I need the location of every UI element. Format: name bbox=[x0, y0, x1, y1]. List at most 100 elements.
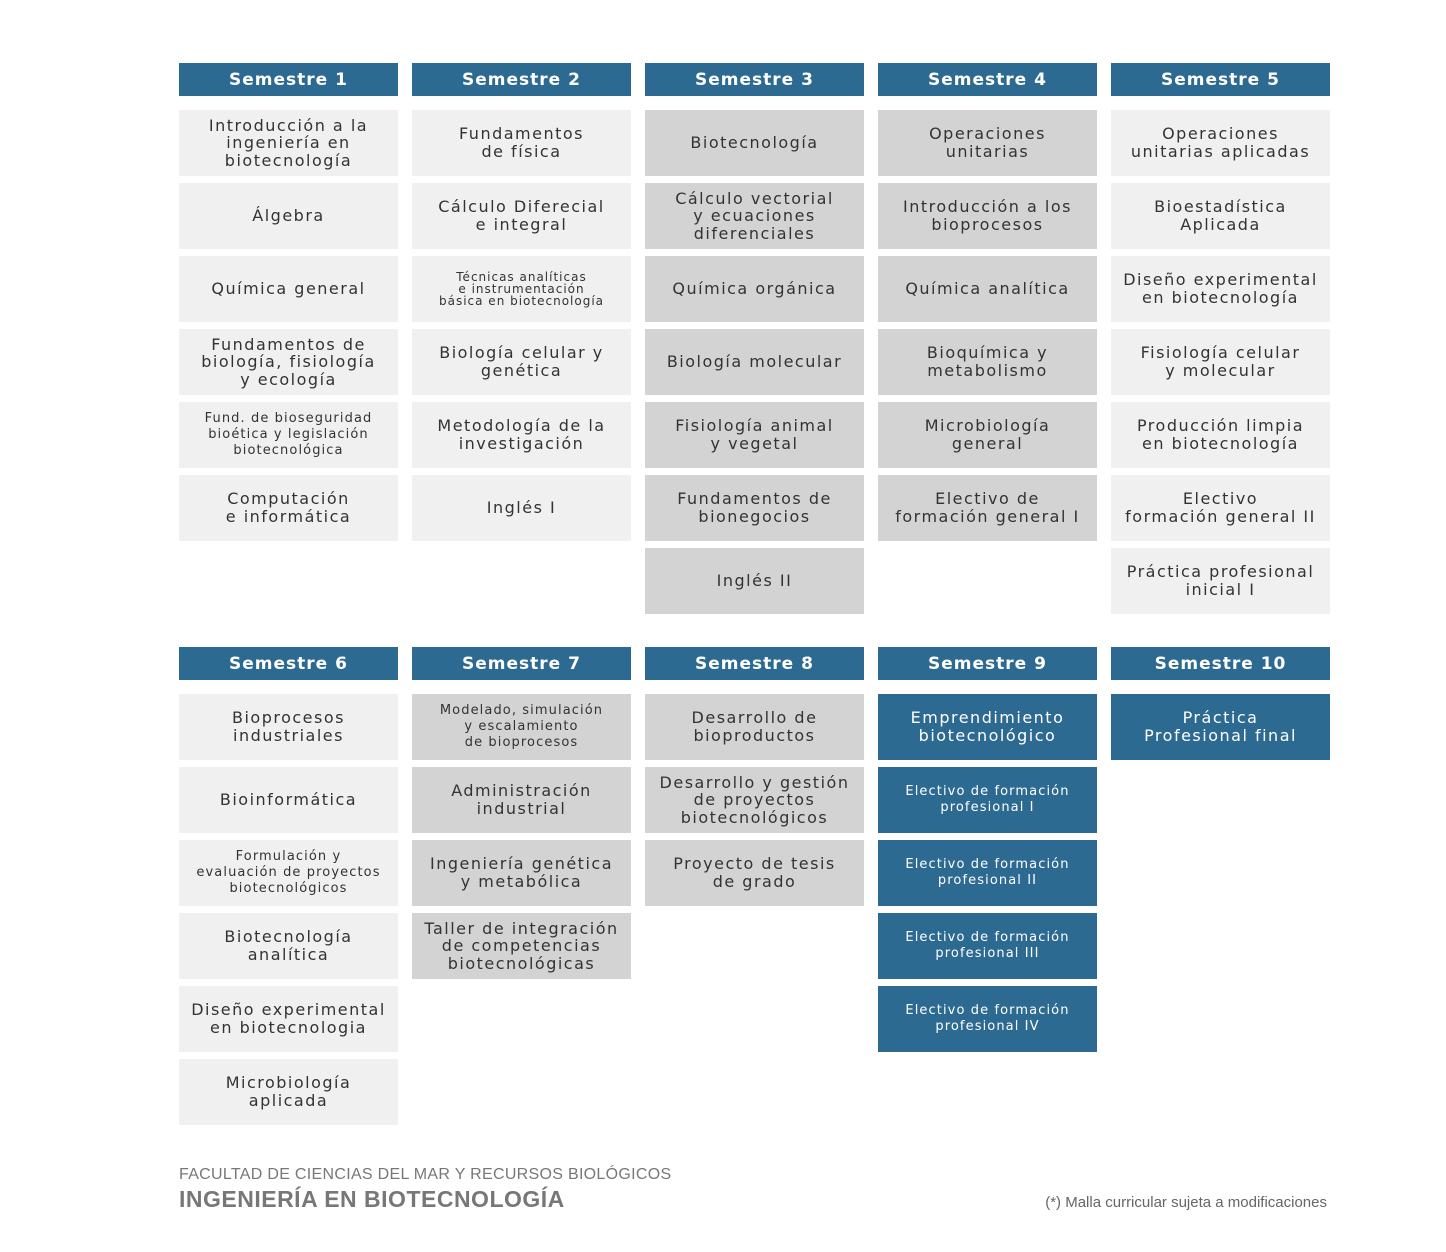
course-name: Electivo de formación profesional IV bbox=[905, 1002, 1070, 1034]
course-name: Microbiología general bbox=[924, 416, 1051, 453]
course-name: Cálculo Diferecial e integral bbox=[438, 197, 605, 234]
course-name: Computación e informática bbox=[225, 489, 352, 526]
semester-header: Semestre 2 bbox=[412, 63, 631, 96]
course-box: Fisiología animal y vegetal bbox=[645, 402, 864, 468]
course-box: Electivo formación general II bbox=[1111, 475, 1330, 541]
semester-column-10: Semestre 10 Práctica Profesional final bbox=[1111, 647, 1330, 1132]
course-box: Cálculo Diferecial e integral bbox=[412, 183, 631, 249]
course-box: Fundamentos de física bbox=[412, 110, 631, 176]
course-name: Técnicas analíticas e instrumentación bá… bbox=[438, 270, 605, 308]
course-box: Electivo de formación profesional I bbox=[878, 767, 1097, 833]
course-name: Formulación y evaluación de proyectos bi… bbox=[196, 848, 381, 897]
course-name: Ingeniería genética y metabólica bbox=[429, 854, 613, 891]
course-name: Fund. de bioseguridad bioética y legisla… bbox=[204, 410, 373, 459]
course-box: Bioprocesos industriales bbox=[179, 694, 398, 760]
course-name: Química analítica bbox=[905, 279, 1070, 299]
semester-header: Semestre 7 bbox=[412, 647, 631, 680]
course-name: Biotecnología bbox=[690, 133, 819, 153]
course-box: Electivo de formación general I bbox=[878, 475, 1097, 541]
course-name: Proyecto de tesis de grado bbox=[673, 854, 836, 891]
course-name: Fisiología celular y molecular bbox=[1140, 343, 1301, 380]
semester-header: Semestre 1 bbox=[179, 63, 398, 96]
course-name: Bioquímica y metabolismo bbox=[926, 343, 1049, 380]
course-box: Electivo de formación profesional III bbox=[878, 913, 1097, 979]
course-name: Diseño experimental en biotecnologia bbox=[191, 1000, 386, 1037]
course-box: Modelado, simulación y escalamiento de b… bbox=[412, 694, 631, 760]
semester-column-1: Semestre 1 Introducción a la ingeniería e… bbox=[179, 63, 398, 621]
course-box: Taller de integración de competencias bi… bbox=[412, 913, 631, 979]
course-name: Fundamentos de bionegocios bbox=[677, 489, 832, 526]
course-name: Modelado, simulación y escalamiento de b… bbox=[439, 702, 604, 751]
course-box: Fund. de bioseguridad bioética y legisla… bbox=[179, 402, 398, 468]
course-name: Fundamentos de física bbox=[458, 124, 585, 161]
curriculum-note: (*) Malla curricular sujeta a modificaci… bbox=[1045, 1194, 1327, 1211]
course-name: Introducción a la ingeniería en biotecno… bbox=[208, 115, 369, 170]
course-box: Operaciones unitarias aplicadas bbox=[1111, 110, 1330, 176]
course-name: Electivo de formación profesional I bbox=[905, 783, 1070, 815]
course-name: Química orgánica bbox=[672, 279, 837, 299]
course-box: Práctica profesional inicial I bbox=[1111, 548, 1330, 614]
faculty-name: FACULTAD DE CIENCIAS DEL MAR Y RECURSOS … bbox=[179, 1166, 672, 1183]
course-name: Inglés II bbox=[716, 571, 793, 591]
course-box: Cálculo vectorial y ecuaciones diferenci… bbox=[645, 183, 864, 249]
course-name: Fundamentos de biología, fisiología y ec… bbox=[201, 334, 376, 389]
course-box: Desarrollo de bioproductos bbox=[645, 694, 864, 760]
course-box: Introducción a la ingeniería en biotecno… bbox=[179, 110, 398, 176]
course-name: Bioestadística Aplicada bbox=[1154, 197, 1287, 234]
course-name: Emprendimiento biotecnológico bbox=[910, 708, 1065, 745]
course-box: Fisiología celular y molecular bbox=[1111, 329, 1330, 395]
course-box: Operaciones unitarias bbox=[878, 110, 1097, 176]
course-name: Bioinformática bbox=[219, 790, 358, 810]
course-box: Química analítica bbox=[878, 256, 1097, 322]
course-box: Química orgánica bbox=[645, 256, 864, 322]
course-name: Metodología de la investigación bbox=[437, 416, 606, 453]
course-box: Biología celular y genética bbox=[412, 329, 631, 395]
course-box: Álgebra bbox=[179, 183, 398, 249]
course-name: Práctica profesional inicial I bbox=[1126, 562, 1315, 599]
course-name: Fisiología animal y vegetal bbox=[675, 416, 834, 453]
course-name: Álgebra bbox=[252, 206, 325, 226]
semester-header: Semestre 4 bbox=[878, 63, 1097, 96]
course-box: Metodología de la investigación bbox=[412, 402, 631, 468]
semester-header: Semestre 6 bbox=[179, 647, 398, 680]
semester-header: Semestre 10 bbox=[1111, 647, 1330, 680]
course-name: Operaciones unitarias aplicadas bbox=[1130, 124, 1311, 161]
course-box: Bioquímica y metabolismo bbox=[878, 329, 1097, 395]
course-name: Producción limpia en biotecnología bbox=[1136, 416, 1305, 453]
semester-column-7: Semestre 7 Modelado, simulación y escalam… bbox=[412, 647, 631, 1132]
semester-header: Semestre 3 bbox=[645, 63, 864, 96]
semester-header: Semestre 8 bbox=[645, 647, 864, 680]
course-name: Operaciones unitarias bbox=[929, 124, 1046, 161]
course-box: Administración industrial bbox=[412, 767, 631, 833]
course-name: Biología celular y genética bbox=[439, 343, 604, 380]
course-box: Microbiología general bbox=[878, 402, 1097, 468]
course-box: Electivo de formación profesional II bbox=[878, 840, 1097, 906]
course-box: Computación e informática bbox=[179, 475, 398, 541]
course-box: Biología molecular bbox=[645, 329, 864, 395]
semester-row-1: Semestre 1 Introducción a la ingeniería e… bbox=[179, 63, 1330, 621]
course-name: Desarrollo de bioproductos bbox=[691, 708, 818, 745]
course-name: Cálculo vectorial y ecuaciones diferenci… bbox=[675, 188, 834, 243]
course-box: Bioinformática bbox=[179, 767, 398, 833]
course-name: Administración industrial bbox=[451, 781, 592, 818]
course-box: Introducción a los bioprocesos bbox=[878, 183, 1097, 249]
course-name: Biotecnología analítica bbox=[224, 927, 353, 964]
course-box: Práctica Profesional final bbox=[1111, 694, 1330, 760]
course-box: Química general bbox=[179, 256, 398, 322]
course-name: Electivo de formación general I bbox=[895, 489, 1080, 526]
course-name: Taller de integración de competencias bi… bbox=[424, 918, 619, 973]
course-box: Ingeniería genética y metabólica bbox=[412, 840, 631, 906]
course-name: Electivo formación general II bbox=[1125, 489, 1316, 526]
course-name: Electivo de formación profesional II bbox=[905, 856, 1070, 888]
course-box: Diseño experimental en biotecnologia bbox=[179, 986, 398, 1052]
course-name: Inglés I bbox=[486, 498, 557, 518]
course-name: Introducción a los bioprocesos bbox=[903, 197, 1072, 234]
course-box: Biotecnología bbox=[645, 110, 864, 176]
course-box: Bioestadística Aplicada bbox=[1111, 183, 1330, 249]
course-name: Práctica Profesional final bbox=[1144, 708, 1297, 745]
